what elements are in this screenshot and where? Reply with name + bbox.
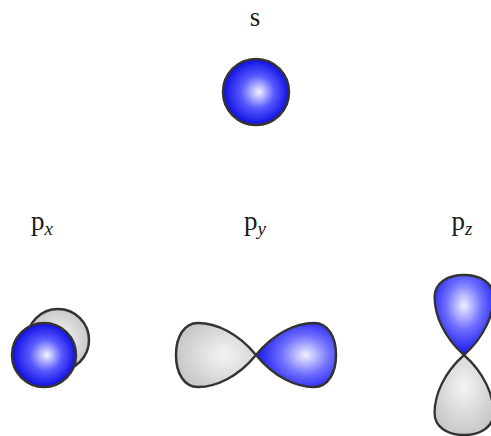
orbital-label: s (250, 4, 261, 31)
orbital-label: pz (452, 208, 473, 238)
orbital-label: px (31, 208, 53, 238)
s-orbital (223, 59, 289, 125)
px-front-lobe (12, 323, 76, 387)
pz-orbital (435, 275, 491, 435)
py-orbital (176, 323, 336, 387)
orbital-label: py (244, 208, 266, 238)
